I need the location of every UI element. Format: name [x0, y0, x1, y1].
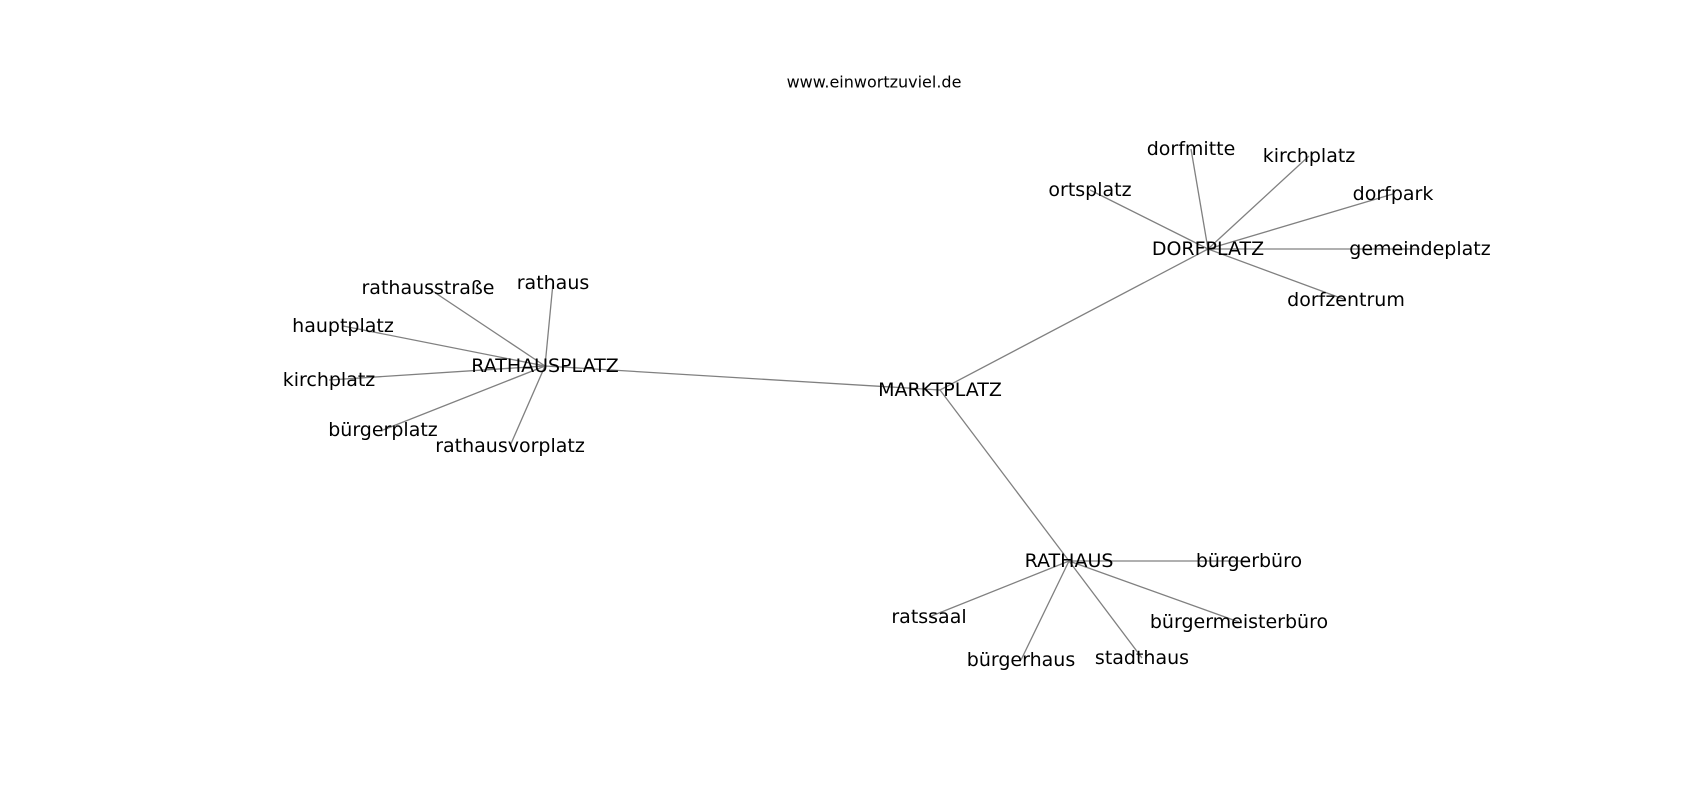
edge-rathausplatz-leaf	[342, 325, 546, 367]
edge-rathaus-leaf	[928, 560, 1070, 618]
leaf-node-label: rathaus	[517, 272, 590, 294]
leaf-node-label: gemeindeplatz	[1349, 238, 1490, 260]
edges-layer	[328, 148, 1420, 661]
edge-rathausplatz-leaf	[382, 365, 546, 431]
leaf-node-label: rathausstraße	[362, 277, 495, 299]
edge-center-rathausplatz	[544, 365, 941, 391]
leaf-node-label: dorfmitte	[1147, 138, 1236, 160]
edge-rathaus-leaf	[1020, 560, 1070, 661]
leaf-node-label: kirchplatz	[1263, 145, 1356, 167]
edge-rathausplatz-leaf	[544, 282, 554, 367]
leaf-node-label: ratssaal	[891, 606, 966, 628]
edge-rathausplatz-leaf	[509, 365, 546, 447]
edge-dorfplatz-leaf	[1207, 193, 1394, 250]
hub-node-label: DORFPLATZ	[1152, 238, 1264, 260]
labels-layer: www.einwortzuviel.de MARKTPLATZ RATHAUSPL…	[283, 73, 1491, 672]
leaf-node-label: kirchplatz	[283, 369, 376, 391]
hub-node-label: RATHAUSPLATZ	[471, 355, 618, 377]
edge-dorfplatz-leaf	[1207, 248, 1347, 301]
leaf-node-label: ortsplatz	[1048, 179, 1131, 201]
leaf-node-label: bürgerbüro	[1196, 550, 1302, 572]
edge-dorfplatz-leaf	[1207, 155, 1310, 250]
leaf-node-label: hauptplatz	[292, 315, 394, 337]
leaf-node-label: bürgermeisterbüro	[1150, 611, 1328, 633]
leaf-node-label: dorfpark	[1353, 183, 1434, 205]
leaf-node-label: bürgerhaus	[967, 649, 1075, 671]
leaf-node-label: rathausvorplatz	[435, 435, 585, 457]
leaf-node-label: stadthaus	[1095, 647, 1189, 669]
edge-rathausplatz-leaf	[427, 287, 546, 367]
edge-center-rathaus	[939, 389, 1070, 562]
edge-dorfplatz-leaf	[1190, 148, 1209, 250]
edge-dorfplatz-leaf	[1089, 189, 1209, 250]
center-node-label: MARKTPLATZ	[878, 379, 1002, 401]
edge-rathaus-leaf	[1068, 560, 1143, 659]
hub-node-label: RATHAUS	[1025, 550, 1114, 572]
leaf-node-label: bürgerplatz	[328, 419, 438, 441]
edge-center-dorfplatz	[939, 248, 1209, 391]
edge-rathausplatz-leaf	[328, 365, 546, 381]
leaf-node-label: dorfzentrum	[1287, 289, 1405, 311]
edge-rathaus-leaf	[1068, 560, 1240, 623]
watermark-text: www.einwortzuviel.de	[787, 73, 962, 92]
